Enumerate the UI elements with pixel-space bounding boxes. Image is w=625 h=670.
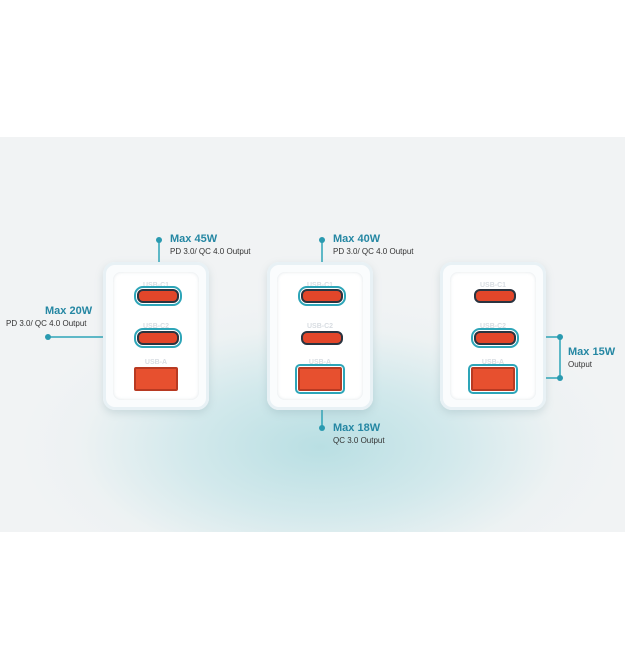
callout-title: Max 18W bbox=[333, 422, 381, 434]
usb-c2-port bbox=[134, 328, 182, 348]
usb-c1-port bbox=[134, 286, 182, 306]
usb-a-port bbox=[295, 364, 345, 394]
port-label-c1: USB-C1 bbox=[306, 282, 334, 289]
port-label-c2: USB-C2 bbox=[306, 323, 334, 330]
callout-sub: Output bbox=[568, 360, 593, 369]
port-label-c1: USB-C1 bbox=[479, 282, 507, 289]
callout-sub: PD 3.0/ QC 4.0 Output bbox=[170, 247, 251, 256]
usb-c2-port bbox=[471, 328, 519, 348]
usb-c1-port bbox=[474, 289, 516, 303]
charger-1: USB-C1 USB-C2 USB-A bbox=[103, 262, 209, 410]
usb-c1-port bbox=[298, 286, 346, 306]
port-label-a: USB-A bbox=[308, 359, 332, 366]
port-label-c2: USB-C2 bbox=[479, 323, 507, 330]
callout-title: Max 40W bbox=[333, 233, 381, 245]
port-label-a: USB-A bbox=[144, 359, 168, 366]
charger-2: USB-C1 USB-C2 USB-A bbox=[267, 262, 373, 410]
usb-a-port bbox=[134, 367, 178, 391]
port-label-c1: USB-C1 bbox=[142, 282, 170, 289]
usb-a-port bbox=[468, 364, 518, 394]
callout-sub: QC 3.0 Output bbox=[333, 436, 385, 445]
callout-title: Max 20W bbox=[45, 305, 93, 317]
callout-sub: PD 3.0/ QC 4.0 Output bbox=[333, 247, 414, 256]
port-label-c2: USB-C2 bbox=[142, 323, 170, 330]
charger-3: USB-C1 USB-C2 USB-A bbox=[440, 262, 546, 410]
usb-c2-port bbox=[301, 331, 343, 345]
callout-sub: PD 3.0/ QC 4.0 Output bbox=[6, 319, 87, 328]
callout-title: Max 15W bbox=[568, 346, 616, 358]
port-label-a: USB-A bbox=[481, 359, 505, 366]
callout-title: Max 45W bbox=[170, 233, 218, 245]
